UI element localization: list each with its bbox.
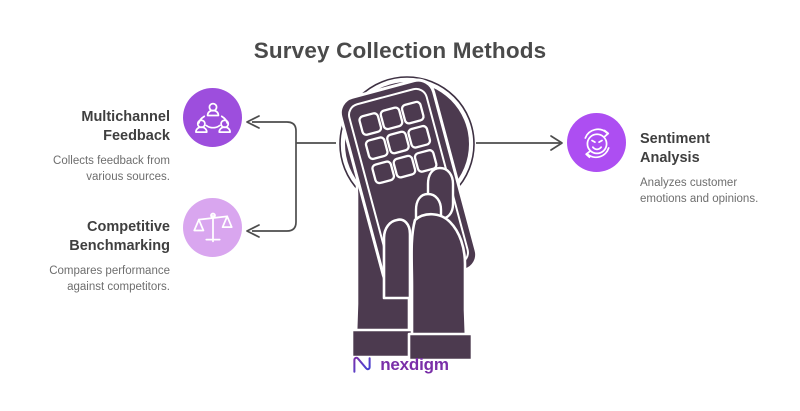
node-heading-sentiment-analysis: Sentiment Analysis xyxy=(640,131,711,167)
node-description-multichannel-feedback: Collects feedback from various sources. xyxy=(53,155,170,184)
hero-index-finger xyxy=(382,218,412,300)
node-text-multichannel-feedback: Multichannel Feedback Collects feedback … xyxy=(8,108,170,186)
left-branch-path xyxy=(252,121,297,232)
hands-holding-mobile-survey-illustration xyxy=(316,72,498,362)
nexdigm-n-mark-icon xyxy=(353,356,371,373)
arrowhead-benchmarking-icon xyxy=(246,224,260,238)
arrowhead-sentiment-icon xyxy=(550,135,563,151)
node-heading-multichannel-feedback: Multichannel Feedback xyxy=(81,109,170,145)
brand-logo-text: nexdigm xyxy=(380,355,449,374)
sentiment-face-icon[interactable] xyxy=(567,113,626,172)
hero-left-cuff xyxy=(350,328,415,359)
node-heading-competitive-benchmarking: Competitive Benchmarking xyxy=(69,219,170,255)
node-description-sentiment-analysis: Analyzes customer emotions and opinions. xyxy=(640,177,759,206)
brand-logo: nexdigm xyxy=(0,354,800,376)
node-text-competitive-benchmarking: Competitive Benchmarking Compares perfor… xyxy=(8,218,170,296)
node-description-competitive-benchmarking: Compares performance against competitors… xyxy=(49,265,170,294)
page-title: Survey Collection Methods xyxy=(253,38,547,63)
people-network-icon[interactable] xyxy=(183,88,242,147)
arrowhead-multichannel-icon xyxy=(246,115,260,129)
balance-scales-icon[interactable] xyxy=(183,198,242,257)
hero-right-cuff xyxy=(407,332,474,362)
node-text-sentiment-analysis: Sentiment Analysis Analyzes customer emo… xyxy=(640,130,790,208)
hero-right-hand xyxy=(410,212,468,340)
hero-app-grid xyxy=(358,100,438,185)
